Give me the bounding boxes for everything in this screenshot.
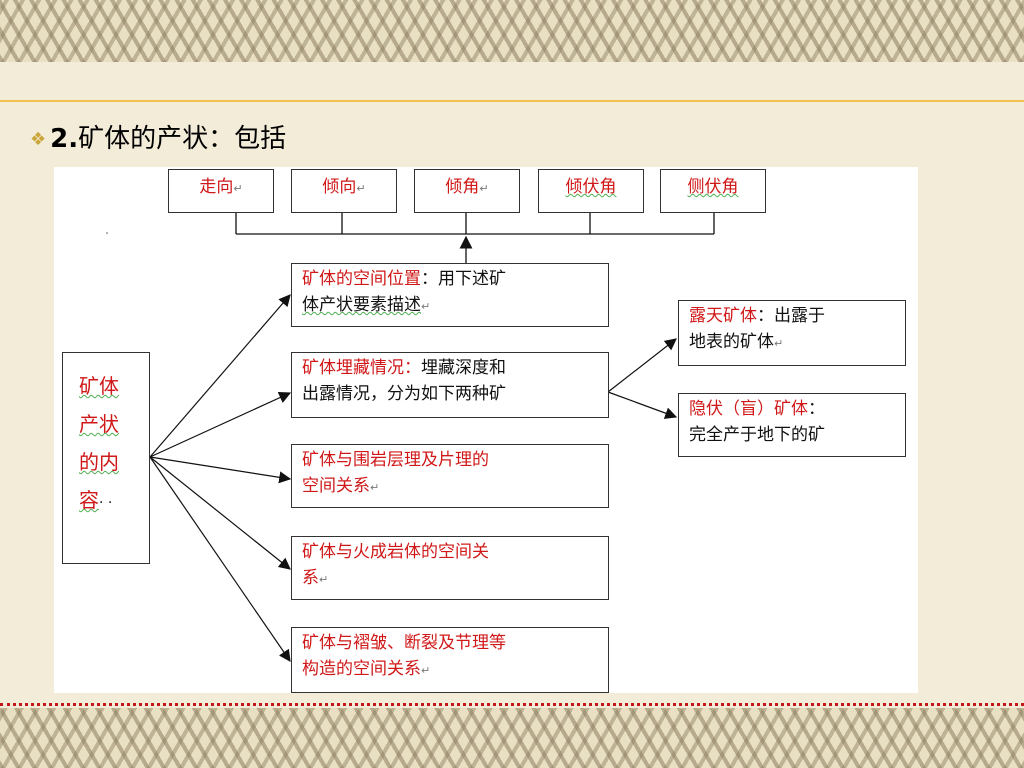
box-wallrock-relation: 矿体与围岩层理及片理的 空间关系↵ [291,444,609,508]
title-number: 2. [50,124,79,154]
box-spatial-position: 矿体的空间位置：用下述矿 体产状要素描述↵ [291,263,609,327]
trailing-dots: · · [99,495,113,511]
element-pitch: 侧伏角 [660,169,766,213]
decorative-top-band [0,0,1024,62]
element-dip-angle: 倾角↵ [414,169,520,213]
element-dip-direction-label: 倾向 [322,177,357,197]
main-box-line-3: 的内 [79,450,119,474]
slide-title: ❖2.矿体的产状：包括 [30,118,286,155]
title-text: 矿体的产状：包括 [78,124,287,154]
box-structure-relation: 矿体与褶皱、断裂及节理等 构造的空间关系↵ [291,627,609,693]
main-box-line-1: 矿体 [79,374,119,398]
element-plunge: 倾伏角 [538,169,644,213]
element-strike: 走向↵ [168,169,274,213]
box-burial-condition: 矿体埋藏情况：埋藏深度和 出露情况，分为如下两种矿 [291,352,609,418]
gold-divider-line [0,100,1024,102]
main-box-orebody-attitude: 矿体 产状 的内 容· · [62,352,150,564]
element-dip-angle-label: 倾角 [445,177,480,197]
decorative-bottom-band [0,708,1024,768]
red-dotted-divider [0,703,1024,706]
main-box-line-4: 容 [79,488,99,512]
box-exposed-orebody: 露天矿体：出露于 地表的矿体↵ [678,300,906,366]
diamond-bullet-icon: ❖ [30,129,47,150]
box-blind-orebody: 隐伏（盲）矿体： 完全产于地下的矿 [678,393,906,457]
element-pitch-label: 侧伏角 [687,177,739,197]
element-plunge-label: 倾伏角 [565,177,617,197]
element-dip-direction: 倾向↵ [291,169,397,213]
box-igneous-relation: 矿体与火成岩体的空间关 系↵ [291,536,609,600]
connector-lines [106,213,715,662]
diagram-panel: 走向↵ 倾向↵ 倾角↵ 倾伏角 侧伏角 矿体 产状 的内 容· · 矿体的空间位… [54,167,918,693]
element-strike-label: 走向 [199,177,234,197]
main-box-line-2: 产状 [79,412,119,436]
